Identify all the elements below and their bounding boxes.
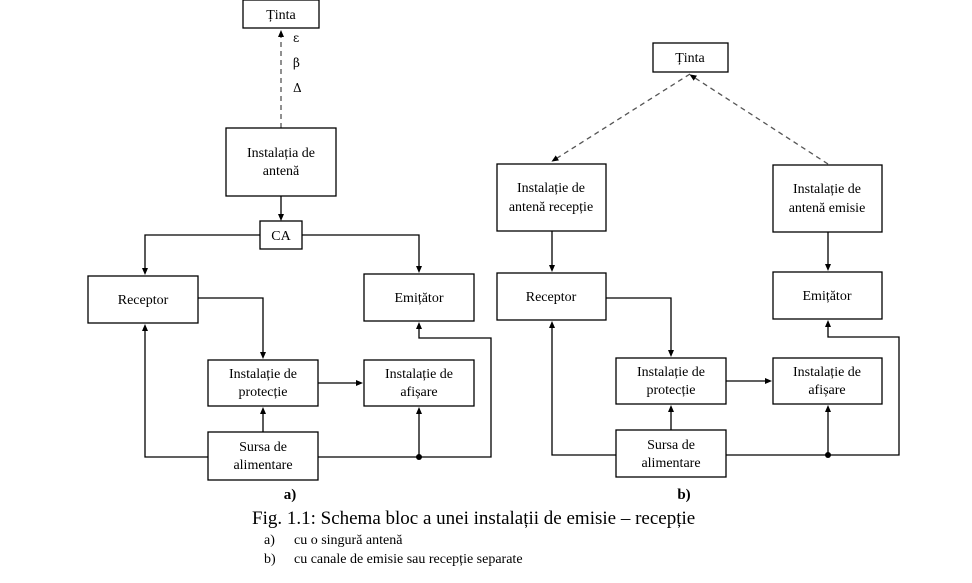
a-antenna-block: Instalația de antenă bbox=[225, 127, 337, 197]
a-antenna-label-2: antenă bbox=[263, 164, 300, 179]
a-target-label: Ținta bbox=[266, 8, 296, 23]
b-power-label-2: alimentare bbox=[641, 456, 700, 471]
b-junction-dot bbox=[825, 452, 831, 458]
b-display-label-1: Instalație de bbox=[793, 365, 861, 380]
b-rx-antenna-label-1: Instalație de bbox=[517, 181, 585, 196]
b-protection-label-1: Instalație de bbox=[637, 365, 705, 380]
caption-item-a-text: cu o singură antenă bbox=[294, 533, 403, 548]
caption-item-b-marker: b) bbox=[264, 552, 276, 567]
caption-title: Fig. 1.1: Schema bloc a unei instalații … bbox=[252, 508, 695, 529]
a-protection-label-1: Instalație de bbox=[229, 367, 297, 382]
b-transmitter-block: Emițător bbox=[772, 271, 883, 320]
b-receiver-block: Receptor bbox=[496, 272, 607, 321]
caption-item-b-text: cu canale de emisie sau recepție separat… bbox=[294, 552, 523, 567]
b-tx-antenna-label-2: antenă emisie bbox=[789, 201, 866, 216]
b-display-block: Instalație de afișare bbox=[772, 357, 883, 405]
a-power-label-2: alimentare bbox=[233, 458, 292, 473]
b-power-to-receiver bbox=[549, 321, 616, 456]
a-display-label-2: afișare bbox=[400, 385, 437, 400]
b-target-label: Ținta bbox=[675, 51, 705, 66]
b-transmitter-label: Emițător bbox=[803, 289, 852, 304]
a-power-to-transmitter bbox=[318, 322, 492, 458]
b-tx-antenna-label-1: Instalație de bbox=[793, 182, 861, 197]
a-protection-block: Instalație de protecție bbox=[207, 359, 319, 407]
b-protection-label-2: protecție bbox=[647, 383, 696, 398]
b-tx-antenna-to-target bbox=[689, 74, 829, 165]
a-power-block: Sursa de alimentare bbox=[207, 431, 319, 481]
caption-item-a-marker: a) bbox=[264, 533, 275, 548]
b-target-block: Ținta bbox=[652, 42, 729, 73]
a-junction-dot bbox=[416, 454, 422, 460]
a-ca-to-transmitter bbox=[302, 234, 422, 273]
a-transmitter-label: Emițător bbox=[395, 291, 444, 306]
b-sublabel: b) bbox=[677, 487, 690, 503]
b-protection-block: Instalație de protecție bbox=[615, 357, 727, 405]
delta-symbol: Δ bbox=[293, 81, 302, 95]
a-antenna-label-1: Instalația de bbox=[247, 146, 315, 161]
a-transmitter-block: Emițător bbox=[363, 273, 475, 322]
figure-caption: Fig. 1.1: Schema bloc a unei instalații … bbox=[252, 508, 695, 567]
a-ca-label: CA bbox=[271, 229, 291, 244]
a-target-block: Ținta bbox=[242, 0, 320, 29]
b-tx-antenna-block: Instalație de antenă emisie bbox=[772, 164, 883, 233]
diagram-a: Ținta ε β Δ Instalația de antenă CA Rece… bbox=[87, 0, 492, 503]
a-power-label-1: Sursa de bbox=[239, 440, 287, 455]
b-power-label-1: Sursa de bbox=[647, 438, 695, 453]
b-display-label-2: afișare bbox=[808, 383, 845, 398]
a-sublabel: a) bbox=[284, 487, 297, 503]
a-ca-to-receiver bbox=[142, 234, 260, 275]
a-ca-block: CA bbox=[259, 220, 303, 250]
b-power-to-transmitter bbox=[726, 320, 900, 456]
b-receiver-to-protection bbox=[606, 297, 674, 357]
b-rx-antenna-block: Instalație de antenă recepție bbox=[496, 163, 607, 232]
b-power-block: Sursa de alimentare bbox=[615, 429, 727, 478]
a-display-block: Instalație de afișare bbox=[363, 359, 475, 407]
epsilon-symbol: ε bbox=[293, 31, 299, 45]
a-receiver-label: Receptor bbox=[118, 293, 169, 308]
b-target-to-rx-antenna bbox=[551, 73, 691, 162]
diagram-b: Ținta Instalație de antenă recepție Inst… bbox=[496, 42, 900, 503]
a-display-label-1: Instalație de bbox=[385, 367, 453, 382]
a-receiver-to-protection bbox=[198, 297, 266, 359]
beta-symbol: β bbox=[293, 56, 300, 70]
b-rx-antenna-label-2: antenă recepție bbox=[509, 200, 593, 215]
a-protection-label-2: protecție bbox=[239, 385, 288, 400]
a-receiver-block: Receptor bbox=[87, 275, 199, 324]
a-power-to-receiver bbox=[142, 324, 208, 458]
b-receiver-label: Receptor bbox=[526, 290, 577, 305]
